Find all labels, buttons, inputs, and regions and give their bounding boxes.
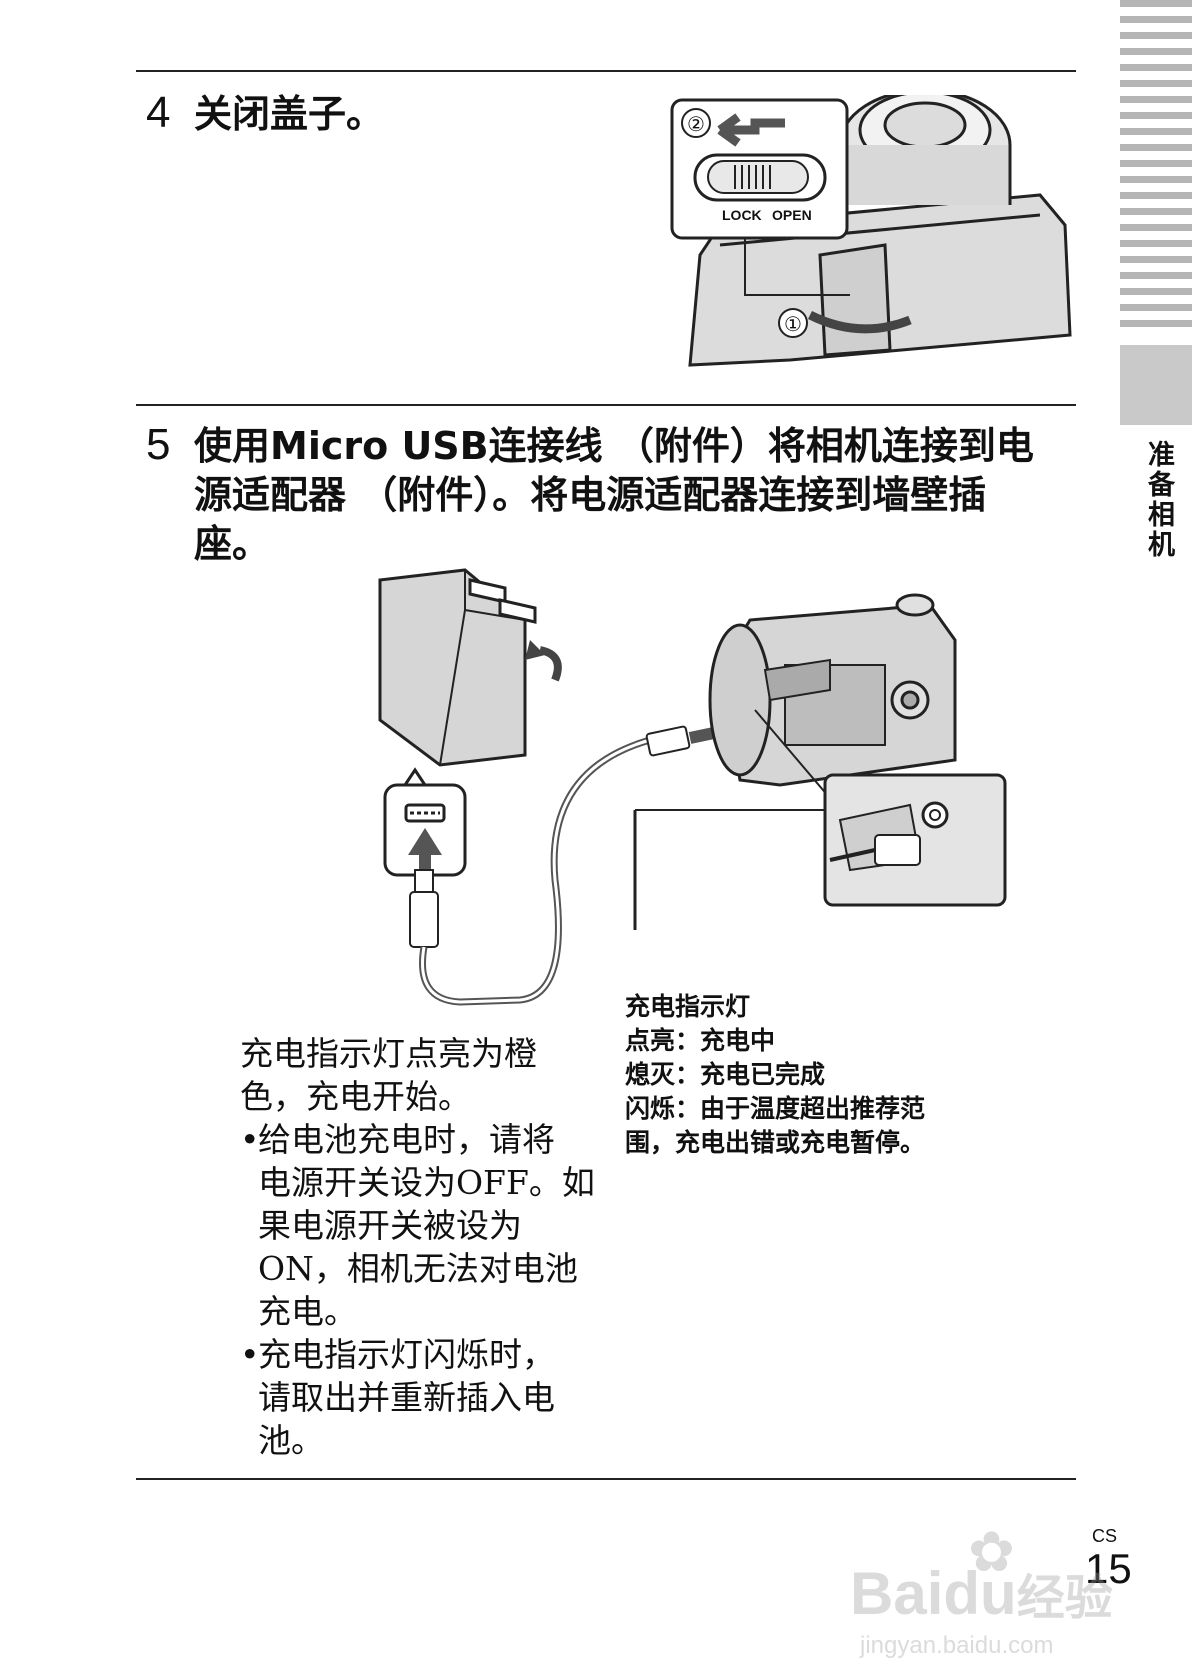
switch-open-label: OPEN bbox=[772, 207, 812, 223]
step4-title: 关闭盖子。 bbox=[194, 90, 384, 139]
step5-title: 使用Micro USB连接线 （附件）将相机连接到电 源适配器 （附件）。将电源… bbox=[194, 422, 1074, 569]
intro-line: 色，充电开始。 bbox=[240, 1075, 620, 1118]
bullet-line: 果电源开关被设为 bbox=[258, 1204, 595, 1247]
figure-usb-connection bbox=[370, 560, 1080, 1030]
bullet-line: 电源开关设为OFF。如 bbox=[258, 1161, 595, 1204]
bullet-line: 请取出并重新插入电 bbox=[258, 1376, 555, 1419]
bullet-dot: • bbox=[240, 1118, 258, 1333]
divider-bottom bbox=[136, 1478, 1076, 1480]
step5-number: 5 bbox=[146, 420, 170, 470]
bullet-line: 池。 bbox=[258, 1419, 555, 1462]
callout-line: 闪烁：由于温度超出推荐范 bbox=[625, 1092, 985, 1126]
baidu-watermark: ✿ Baidu经验 jingyan.baidu.com bbox=[850, 1520, 1150, 1670]
bullet-dot: • bbox=[240, 1333, 258, 1462]
side-tab-label: 准备相机 bbox=[1139, 440, 1178, 560]
watermark-url: jingyan.baidu.com bbox=[860, 1632, 1053, 1660]
bullet-line: 给电池充电时，请将 bbox=[258, 1118, 595, 1161]
divider-middle bbox=[136, 404, 1076, 406]
bullet-item: • 给电池充电时，请将 电源开关设为OFF。如 果电源开关被设为 ON，相机无法… bbox=[240, 1118, 620, 1333]
watermark-text: du bbox=[943, 1560, 1016, 1627]
divider-top bbox=[136, 70, 1076, 72]
switch-lock-label: LOCK bbox=[722, 207, 762, 223]
bullet-line: ON，相机无法对电池 bbox=[258, 1247, 595, 1290]
charging-notes: 充电指示灯点亮为橙 色，充电开始。 • 给电池充电时，请将 电源开关设为OFF。… bbox=[240, 1032, 620, 1462]
callout-line: 熄灭：充电已完成 bbox=[625, 1058, 985, 1092]
figure1-marker2-text: ② bbox=[687, 114, 705, 136]
bullet-line: 充电指示灯闪烁时， bbox=[258, 1333, 555, 1376]
bullet-item: • 充电指示灯闪烁时， 请取出并重新插入电 池。 bbox=[240, 1333, 620, 1462]
side-tab-stripes bbox=[1120, 0, 1192, 336]
step5-title-line: 使用Micro USB连接线 （附件）将相机连接到电 bbox=[194, 422, 1074, 471]
step4-number: 4 bbox=[146, 88, 170, 138]
bullet-line: 充电。 bbox=[258, 1290, 595, 1333]
charge-lamp-callout: 充电指示灯 点亮：充电中 熄灭：充电已完成 闪烁：由于温度超出推荐范 围，充电出… bbox=[625, 990, 985, 1160]
callout-line: 充电指示灯 bbox=[625, 990, 985, 1024]
watermark-text: 经验 bbox=[1017, 1572, 1113, 1625]
figure-close-cover: ② LOCK OPEN ① bbox=[660, 95, 1080, 375]
figure1-marker1-text: ① bbox=[784, 314, 802, 336]
intro-line: 充电指示灯点亮为橙 bbox=[240, 1032, 620, 1075]
step5-title-line: 源适配器 （附件）。将电源适配器连接到墙壁插 bbox=[194, 471, 1074, 520]
callout-line: 点亮：充电中 bbox=[625, 1024, 985, 1058]
watermark-text: Bai bbox=[850, 1560, 943, 1627]
callout-line: 围，充电出错或充电暂停。 bbox=[625, 1126, 985, 1160]
side-tab-active-block bbox=[1120, 345, 1192, 425]
